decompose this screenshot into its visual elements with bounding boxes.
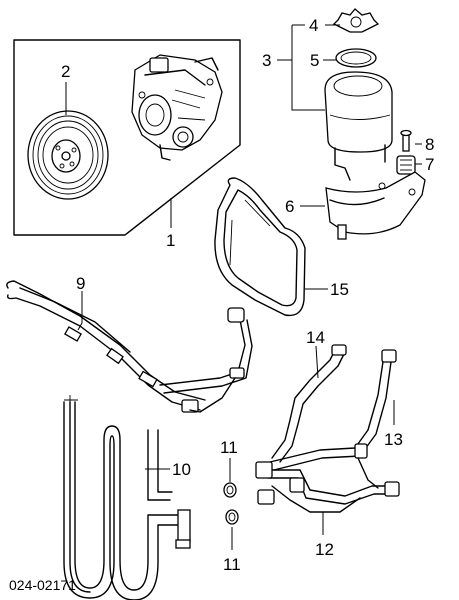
callout-8: 8 (425, 135, 434, 154)
drive-belt[interactable] (214, 177, 306, 317)
callout-13: 13 (384, 430, 403, 449)
reference-code: 024-02171 (9, 577, 76, 593)
callout-3: 3 (262, 51, 271, 70)
callout-12: 12 (315, 540, 334, 559)
fluid-reservoir[interactable] (324, 71, 393, 181)
leader-lines (65, 24, 422, 550)
callout-5: 5 (310, 51, 319, 70)
reservoir-cap[interactable] (332, 8, 380, 33)
bolt[interactable] (400, 129, 412, 152)
suction-hose[interactable] (269, 349, 397, 471)
callout-9: 9 (76, 274, 85, 293)
return-hose[interactable] (271, 344, 347, 463)
callouts: 1 2 3 4 5 6 7 8 9 10 11 11 12 13 14 15 (61, 16, 434, 574)
pulley[interactable] (27, 110, 109, 200)
callout-2: 2 (61, 62, 70, 81)
seal-ring[interactable] (335, 48, 377, 68)
pump-assembly-box (13, 39, 241, 236)
reservoir-bracket[interactable] (325, 171, 426, 240)
callout-14: 14 (306, 328, 325, 347)
o-ring-lower[interactable] (225, 509, 239, 525)
callout-1: 1 (166, 231, 175, 250)
callout-10: 10 (172, 460, 191, 479)
callout-7: 7 (425, 155, 434, 174)
fitting[interactable] (396, 155, 416, 175)
callout-15: 15 (330, 280, 349, 299)
callout-11-upper: 11 (220, 438, 238, 457)
callout-11-lower: 11 (223, 555, 241, 574)
callout-6: 6 (285, 197, 294, 216)
oil-cooler[interactable] (63, 395, 191, 600)
pressure-hose[interactable] (6, 280, 253, 413)
o-ring-upper[interactable] (223, 482, 237, 498)
power-steering-pump[interactable] (131, 54, 223, 161)
callout-4: 4 (309, 16, 318, 35)
cooler-line-assembly[interactable] (255, 443, 400, 513)
